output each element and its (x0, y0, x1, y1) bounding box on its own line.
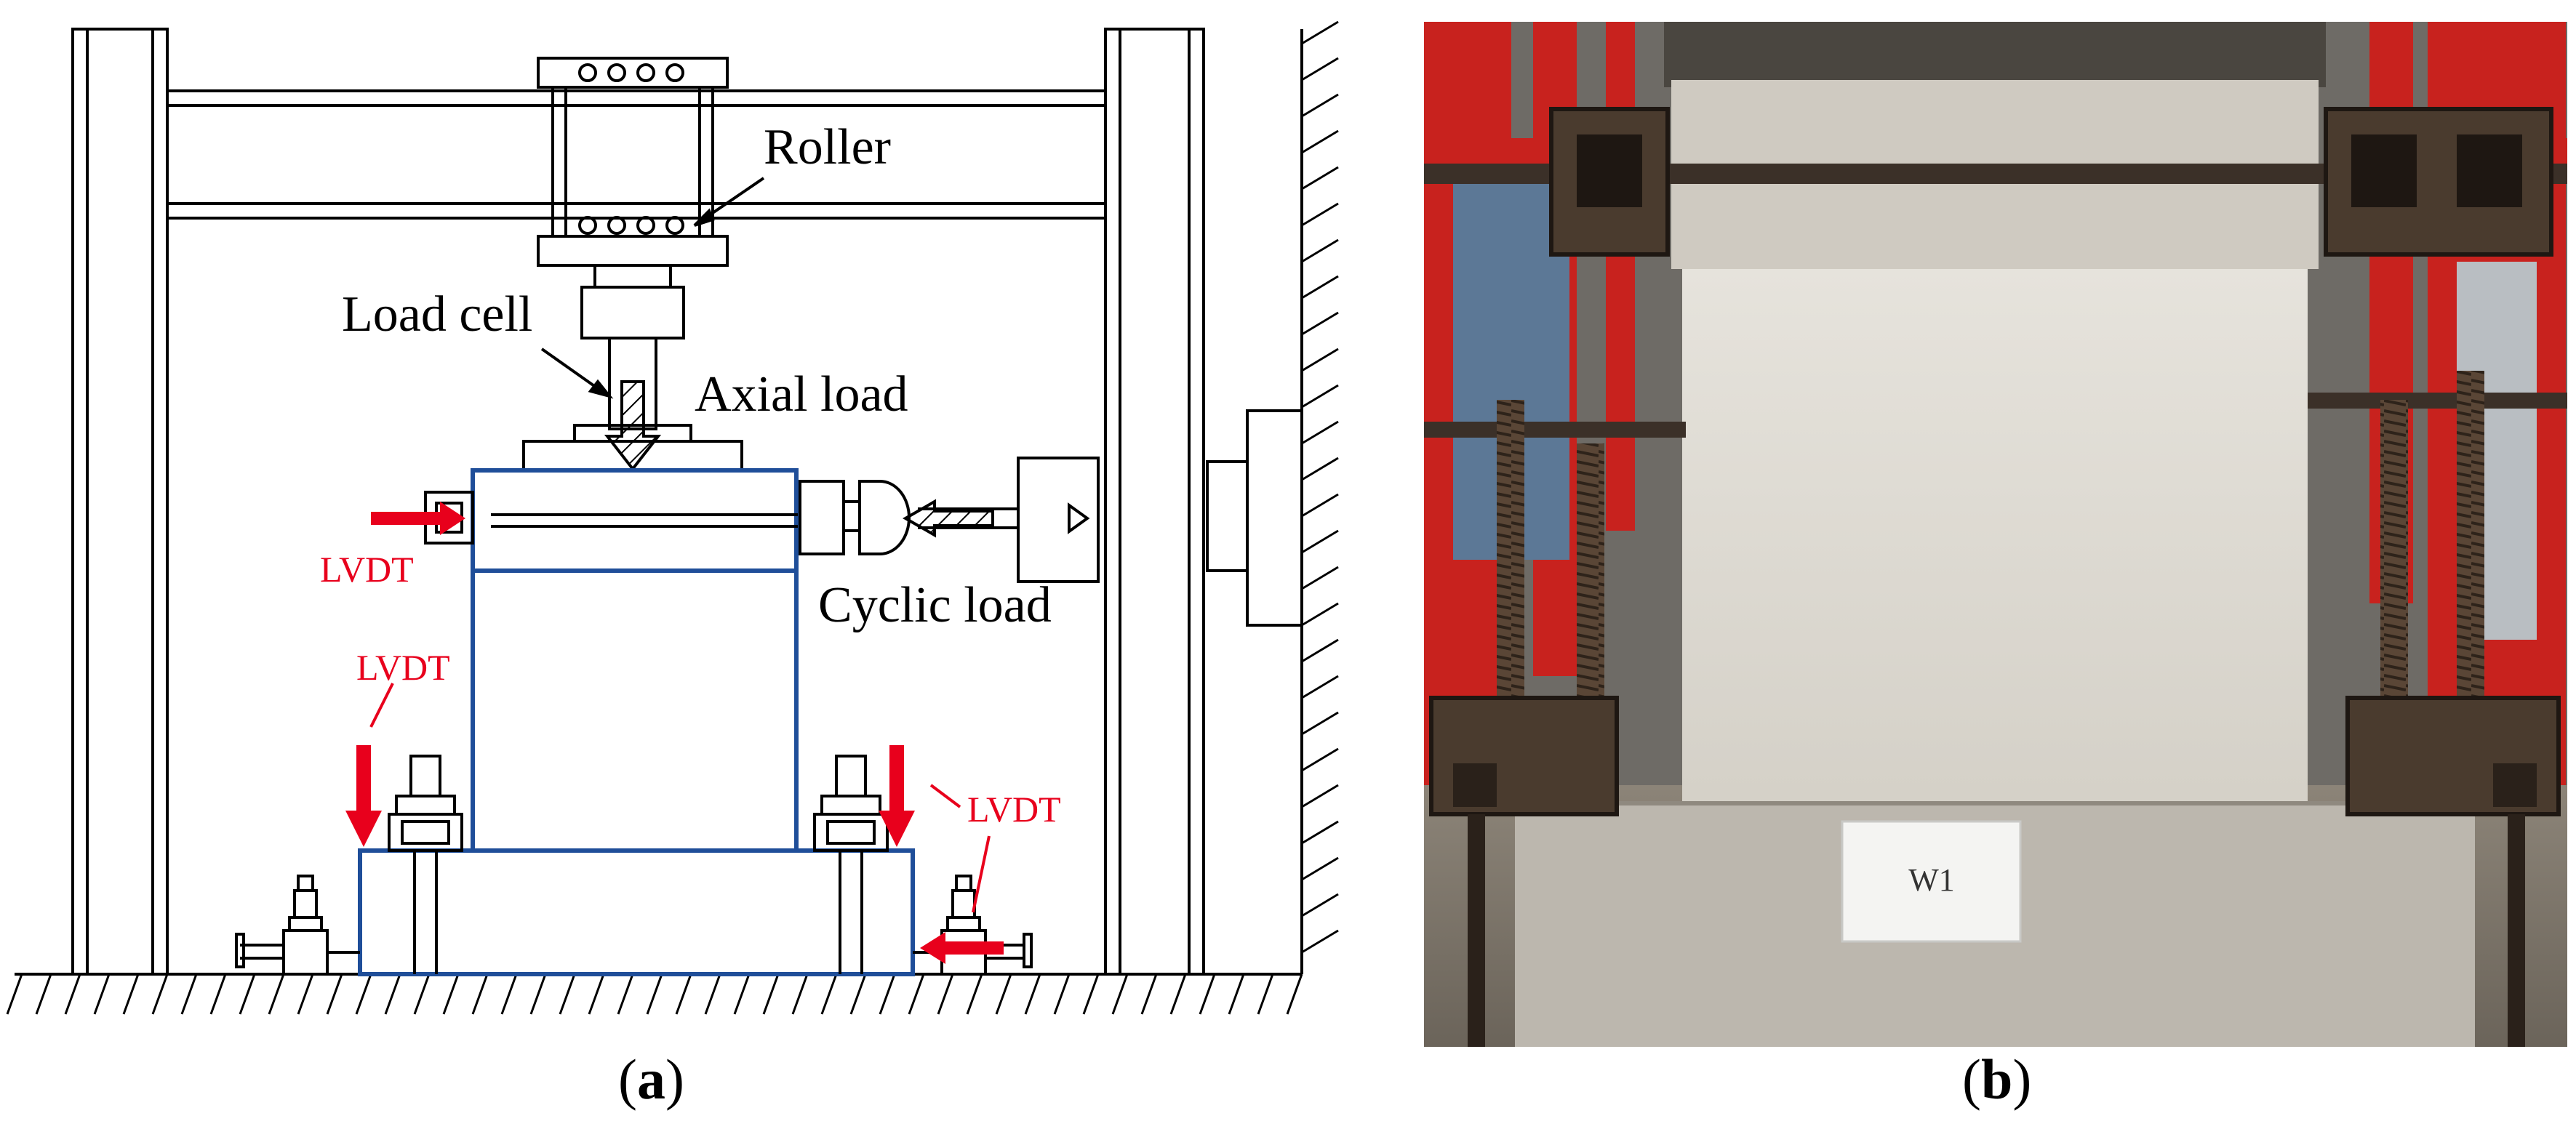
lvdt-vertical-left (388, 755, 463, 852)
axial-load-label: Axial load (695, 366, 908, 422)
lvdt-arrow-horizontal-top (371, 502, 465, 535)
tie-rod-assembly (1424, 107, 2567, 438)
lvdt-mid-leader (369, 683, 394, 728)
specimen (358, 468, 915, 976)
specimen-top-beam (471, 468, 799, 573)
roller-assembly (537, 57, 729, 267)
lvdt-left-label: LVDT (320, 549, 414, 590)
caption-a: (a) (618, 1048, 684, 1111)
lvdt-arrows (345, 502, 1004, 964)
lvdt-arrow-vertical-right (879, 745, 915, 847)
specimen-tag (1841, 820, 2022, 943)
foundation-restraint-right (913, 875, 1033, 976)
lvdt-arrow-horizontal-bottom (920, 932, 1004, 964)
lvdt-vertical-right (813, 755, 889, 852)
roller-circles-top (578, 63, 684, 82)
cyclic-load-label: Cyclic load (818, 577, 1052, 633)
restraint-bolts (1453, 763, 2537, 1047)
cyclic-load-arrow (902, 499, 994, 538)
frame-column-right (1104, 28, 1205, 976)
threaded-rods (1497, 371, 2484, 705)
frame-column-left (71, 28, 169, 976)
roller-circles-bottom (578, 216, 684, 235)
reaction-wall (1206, 20, 1339, 974)
specimen-foundation (358, 848, 915, 976)
frame-top-beam (167, 89, 1105, 220)
specimen-wall-photo (1682, 269, 2308, 821)
caption-b: (b) (1962, 1048, 2032, 1111)
specimen-photo: W1 (1424, 22, 2567, 1047)
specimen-tag-text: W1 (1908, 862, 1955, 898)
loading-beam (1664, 22, 2326, 87)
roller-label: Roller (764, 119, 891, 175)
caption-a-letter: a (636, 1048, 665, 1111)
lvdt-arrow-vertical-left (345, 745, 382, 847)
load-cell-label: Load cell (342, 286, 532, 342)
lvdt-mid-label: LVDT (356, 647, 450, 688)
lvdt-right-leader (929, 784, 961, 808)
test-setup-schematic: Roller Load cell Axial load Cyclic load … (6, 20, 1339, 1015)
foundation-restraint-left (235, 875, 360, 976)
lvdt-right-leader-2 (972, 835, 991, 913)
lvdt-right-label: LVDT (967, 789, 1061, 829)
caption-b-letter: b (1980, 1048, 2013, 1111)
ground (6, 973, 1303, 1015)
specimen-wall (471, 568, 799, 853)
